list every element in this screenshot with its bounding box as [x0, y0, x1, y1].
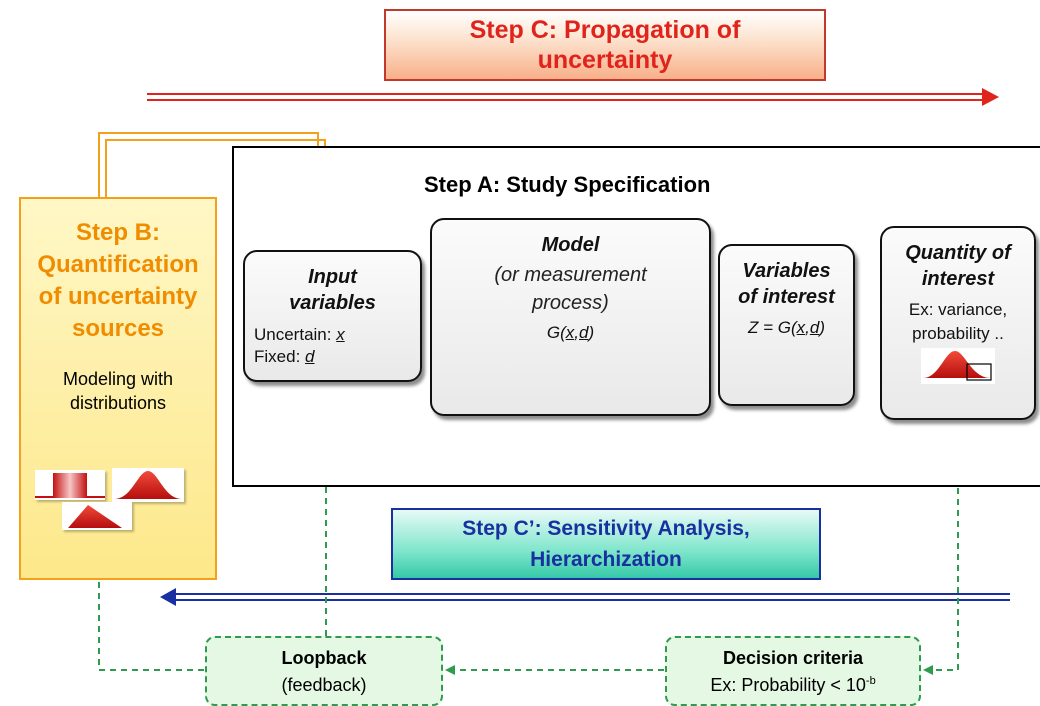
model-sub1: (or measurement: [494, 264, 647, 286]
normal-distribution-icon: [112, 468, 184, 502]
uniform-distribution-icon: [35, 470, 105, 500]
step-b-box: Step B: Quantification of uncertainty so…: [19, 197, 217, 580]
input-fixed-line: Fixed: d: [254, 347, 315, 366]
variables-of-interest-box: Variables of interest Z = G(x,d): [718, 244, 855, 406]
input-variables-title2: variables: [289, 292, 376, 314]
quantity-of-interest-box: Quantity of interest Ex: variance, proba…: [880, 226, 1036, 420]
qoi-to-decision-arrow: [923, 422, 959, 675]
model-title: Model: [541, 234, 600, 256]
model-box: Model (or measurement process) G(x,d): [430, 218, 711, 416]
qoi-title2: interest: [921, 268, 995, 290]
voi-title1: Variables: [742, 260, 831, 282]
step-a-title: Step A: Study Specification: [424, 172, 711, 197]
step-b-title1: Step B:: [76, 219, 160, 246]
step-b-title2: Quantification: [37, 251, 199, 278]
qoi-text1: Ex: variance,: [908, 300, 1008, 319]
input-variables-title1: Input: [308, 266, 357, 288]
step-b-title4: sources: [71, 315, 165, 342]
voi-formula: Z = G(x,d): [747, 318, 826, 337]
step-b-title3: of uncertainty: [38, 283, 198, 310]
qoi-text2: probability ..: [912, 324, 1004, 343]
decision-title: Decision criteria: [722, 648, 864, 668]
input-uncertain-line: Uncertain: x: [254, 325, 345, 344]
step-c-box: Step C: Propagation of uncertainty: [384, 9, 826, 81]
input-fixed-var: d: [305, 347, 315, 366]
voi-title2: of interest: [738, 286, 835, 308]
decision-to-loopback-arrow: [445, 665, 664, 675]
loopback-box: Loopback (feedback): [205, 636, 443, 706]
step-c-prime-box: Step C’: Sensitivity Analysis, Hierarchi…: [391, 508, 821, 580]
step-c-line1: Step C: Propagation of: [469, 16, 741, 44]
decision-criteria-box: Decision criteria Ex: Probability < 10-b: [665, 636, 921, 706]
loopback-sub: (feedback): [281, 675, 367, 695]
triangular-distribution-icon: [62, 502, 132, 530]
propagation-arrow: [147, 88, 999, 106]
step-b-text1: Modeling with: [62, 369, 174, 389]
qoi-title1: Quantity of: [905, 242, 1011, 264]
input-uncertain-var: x: [336, 325, 345, 344]
sensitivity-arrow: [160, 588, 1010, 606]
step-b-text2: distributions: [69, 393, 167, 413]
step-c-prime-line2: Hierarchization: [530, 548, 682, 571]
step-c-line2: uncertainty: [537, 46, 673, 74]
decision-sub: Ex: Probability < 10-b: [710, 675, 876, 695]
loopback-title: Loopback: [281, 648, 367, 668]
model-formula: G(x,d): [546, 323, 595, 342]
tail-probability-icon: [921, 348, 995, 384]
model-sub2: process): [532, 292, 609, 314]
step-c-prime-line1: Step C’: Sensitivity Analysis,: [462, 517, 750, 540]
input-variables-box: Input variables Uncertain: x Fixed: d: [243, 250, 422, 382]
